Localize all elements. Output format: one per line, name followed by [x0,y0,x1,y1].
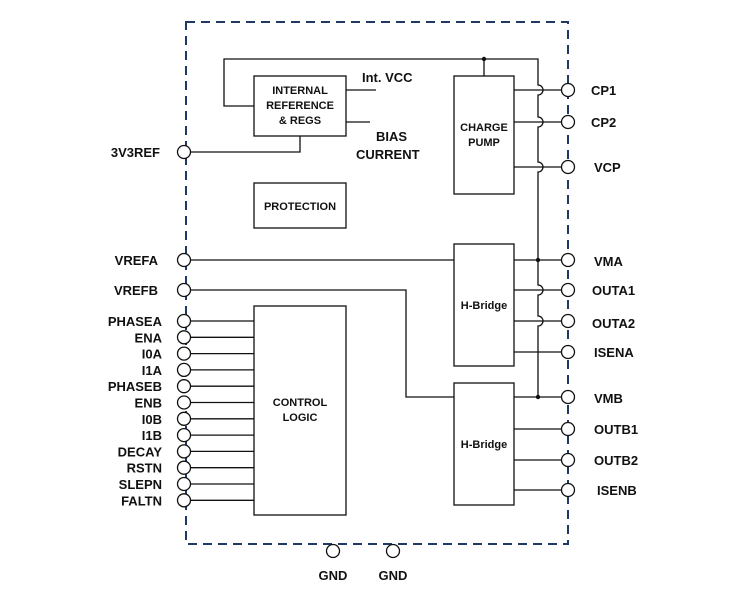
vcp-pin [560,159,576,175]
faltn-label: FALTN [121,493,162,508]
outb2-pin [560,452,576,468]
outb2-label: OUTB2 [594,453,638,468]
charge-pump-block [453,75,515,195]
i1a-label: I1A [142,363,163,378]
v3ref-pin [176,144,192,160]
h-bridge-a-label: H-Bridge [461,300,507,312]
slepn-pin [176,476,192,492]
enb-pin [176,395,192,410]
vrefb-pin [176,282,192,298]
gnd-label-1: GND [319,568,348,583]
i1b-label: I1B [142,428,162,443]
vrefb-wire [191,289,454,398]
i0a-pin [176,346,192,361]
vma-junction [535,257,541,263]
i1b-pin [176,427,192,443]
control-logic-label-1: CONTROL [273,397,328,409]
rstn-pin [176,460,192,475]
isenb-pin [560,482,576,498]
int-vcc-label: Int. VCC [362,70,413,85]
internal-reference-label-2: REFERENCE [266,100,334,112]
enb-label: ENB [135,396,162,411]
i1a-pin [176,362,192,378]
gnd-label-2: GND [379,568,408,583]
control-logic-block [253,305,347,516]
v3ref-wire [190,136,301,153]
charge-pump-label-2: PUMP [468,137,500,149]
chip-boundary [185,21,569,545]
internal-reference-label-3: & REGS [279,115,321,127]
vm-bus-wire [484,58,544,397]
vrefb-label: VREFB [114,283,158,298]
gnd-pin-1 [325,543,341,559]
protection-label: PROTECTION [264,201,336,213]
control-logic-label-2: LOGIC [283,412,318,424]
phaseb-label: PHASEB [108,379,162,394]
outa2-pin [560,313,576,329]
rstn-label: RSTN [127,461,162,476]
vrefa-label: VREFA [115,253,159,268]
phasea-pin [176,313,192,329]
h-bridge-a-block [453,243,515,367]
slepn-label: SLEPN [119,477,162,492]
cp1-pin [560,82,576,98]
outa1-label: OUTA1 [592,283,635,298]
faltn-pin [176,493,192,508]
phasea-label: PHASEA [108,314,163,329]
decay-label: DECAY [118,444,163,459]
vcp-label: VCP [594,160,621,175]
vrefa-pin [176,252,192,268]
phaseb-pin [176,379,192,394]
ena-label: ENA [135,330,163,345]
protection-block [253,182,347,229]
bias-current-label-2: CURRENT [356,147,420,162]
isena-label: ISENA [594,345,634,360]
internal-reference-label-1: INTERNAL [272,85,328,97]
isenb-label: ISENB [597,483,637,498]
cp2-pin [560,114,576,130]
internal-reference-block [253,75,347,137]
i0b-pin [176,411,192,426]
outa1-pin [560,282,576,298]
outb1-label: OUTB1 [594,422,638,437]
vmb-label: VMB [594,391,623,406]
v3ref-label: 3V3REF [111,145,160,160]
cp1-label: CP1 [591,83,616,98]
h-bridge-b-block [453,382,515,506]
i0a-label: I0A [142,347,163,362]
isena-pin [560,344,576,360]
ena-pin [176,330,192,345]
outb1-pin [560,421,576,437]
outa2-label: OUTA2 [592,316,635,331]
i0b-label: I0B [142,412,162,427]
vma-pin [560,252,576,268]
vmb-junction [535,394,541,400]
decay-pin [176,444,192,459]
vmb-pin [560,389,576,405]
h-bridge-b-label: H-Bridge [461,439,507,451]
gnd-pin-2 [385,543,401,559]
cp2-label: CP2 [591,115,616,130]
vma-label: VMA [594,254,624,269]
internal-ref-supply-wire [223,58,484,107]
charge-pump-label-1: CHARGE [460,122,508,134]
bias-current-label-1: BIAS [376,129,407,144]
